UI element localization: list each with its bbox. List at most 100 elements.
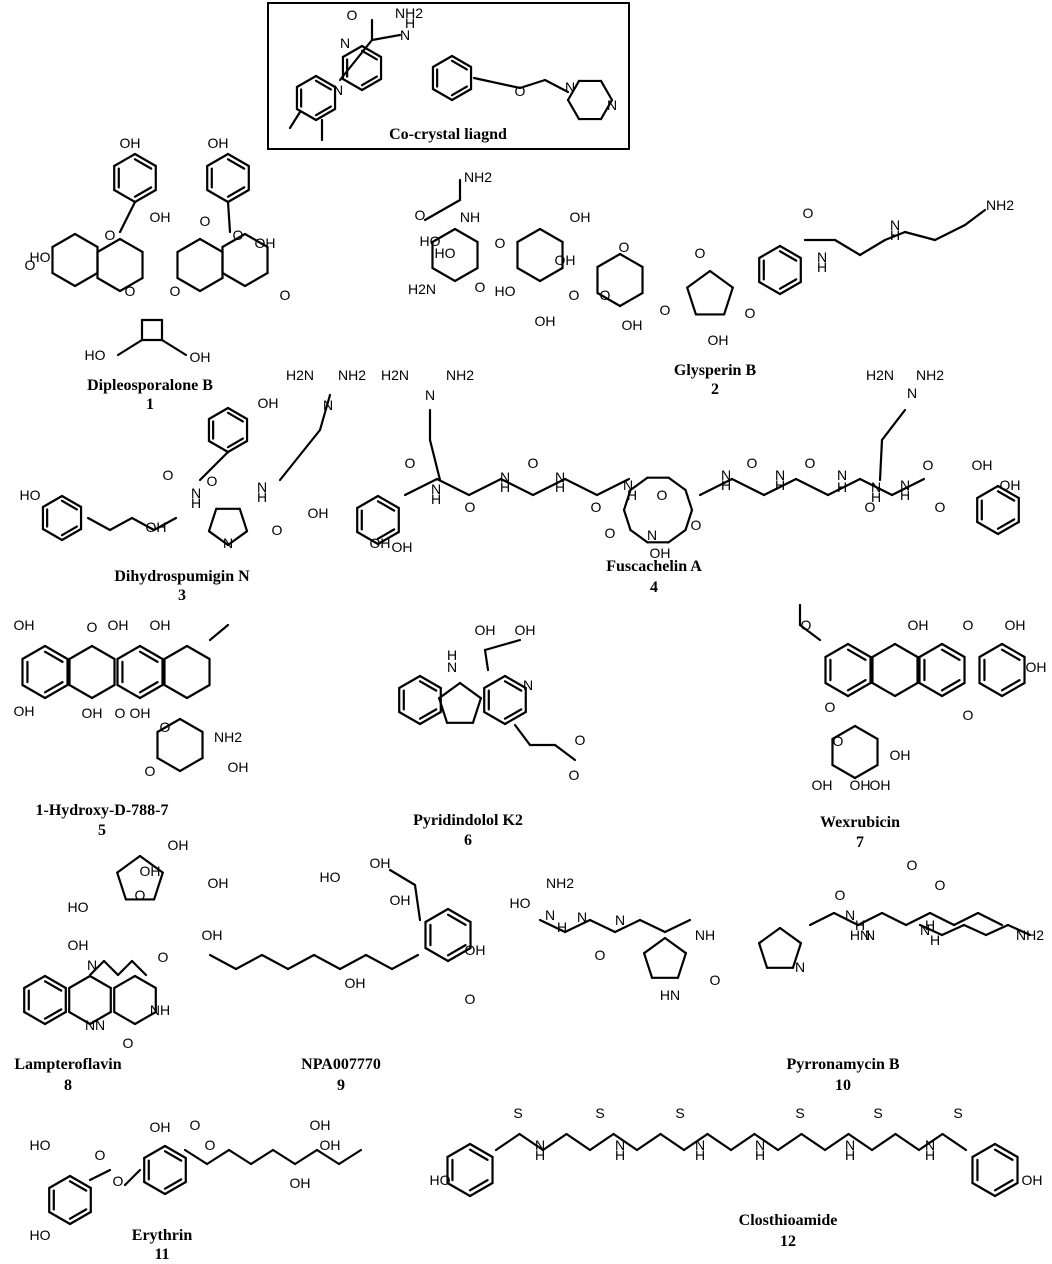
bond: [376, 500, 396, 512]
bond: [96, 237, 122, 254]
bond: [143, 1144, 167, 1160]
atom-label: H: [555, 479, 565, 495]
bond: [824, 642, 850, 659]
bond: [286, 953, 316, 971]
bond: [314, 107, 337, 122]
bond: [798, 623, 822, 642]
bond: [729, 1132, 756, 1152]
bond: [133, 1010, 157, 1026]
bond: [503, 708, 523, 720]
atom-label: O: [158, 949, 169, 965]
compound-2-name: Glysperin B: [673, 362, 757, 379]
bond: [871, 681, 897, 698]
bond: [618, 252, 644, 269]
bond: [43, 1010, 67, 1026]
bond: [133, 188, 157, 204]
bond: [43, 974, 67, 990]
bond: [90, 683, 116, 700]
atom-label: O: [272, 522, 283, 538]
atom-label: NH2: [214, 729, 242, 745]
bond: [878, 438, 884, 482]
bond: [288, 110, 302, 130]
bond: [618, 291, 644, 308]
atom-label: O: [710, 972, 721, 988]
bond: [156, 717, 182, 734]
atom-label: OH: [320, 1137, 341, 1153]
compound-2-number: 2: [711, 381, 719, 398]
bond: [205, 1148, 231, 1166]
atom-label: HO: [430, 1172, 451, 1188]
atom-label: S: [595, 1105, 604, 1121]
atom-label: O: [207, 473, 218, 489]
bond: [68, 1174, 92, 1190]
bond: [940, 681, 966, 698]
bond: [971, 1181, 997, 1198]
bond: [1000, 681, 1026, 698]
bond: [758, 280, 782, 296]
atom-label: N: [647, 527, 657, 543]
bond: [295, 74, 318, 89]
atom-label: OH: [14, 703, 35, 719]
bond: [758, 244, 782, 260]
atom-label: H2N: [381, 367, 409, 383]
atom-label: OH: [475, 622, 496, 638]
bond: [663, 936, 688, 955]
bond: [599, 98, 614, 121]
atom-label: H: [257, 489, 267, 505]
bond: [207, 507, 218, 533]
atom-label: H: [557, 919, 567, 935]
bond: [846, 648, 867, 661]
atom-label: N: [920, 922, 930, 938]
atom-label: N: [535, 1137, 545, 1153]
atom-label: O: [801, 617, 812, 633]
atom-label: NH: [695, 927, 715, 943]
bond: [68, 1180, 88, 1192]
bond: [116, 644, 142, 661]
bond: [483, 648, 490, 672]
atom-label: OH: [535, 313, 556, 329]
atom-label: O: [465, 499, 476, 515]
bond: [41, 494, 64, 509]
bond: [730, 477, 766, 497]
bond: [940, 648, 961, 661]
bond: [156, 756, 182, 773]
atom-label: N: [191, 485, 201, 501]
compound-9-number: 9: [337, 1077, 345, 1094]
bond: [206, 188, 230, 204]
bond: [723, 286, 734, 316]
atom-label: O: [113, 1173, 124, 1189]
atom-label: OH: [290, 1175, 311, 1191]
bond: [178, 756, 204, 773]
atom-label: H: [615, 1147, 625, 1163]
bond: [831, 724, 857, 741]
bond: [858, 238, 887, 257]
compound-6-name: Pyridindolol K2: [413, 812, 523, 829]
bond: [847, 1132, 874, 1152]
bond: [518, 78, 547, 90]
bond: [871, 642, 897, 659]
bond: [676, 952, 688, 979]
bond: [226, 200, 232, 234]
bond: [629, 476, 649, 492]
atom-label: N: [871, 479, 881, 495]
atom-label: O: [595, 947, 606, 963]
atom-label: O: [695, 245, 706, 261]
bond: [41, 527, 64, 542]
bond: [238, 507, 249, 533]
atom-label: O: [25, 257, 36, 273]
bond: [893, 681, 919, 698]
bond: [467, 477, 503, 497]
atom-label: H: [871, 489, 881, 505]
atom-label: OH: [870, 777, 891, 793]
bond: [108, 516, 134, 532]
bond: [976, 520, 1000, 536]
atom-label: OH: [1005, 617, 1026, 633]
bond: [856, 911, 884, 927]
atom-label: O: [123, 1035, 134, 1051]
atom-label: N: [447, 659, 457, 675]
bond: [116, 338, 144, 357]
atom-label: NH2: [464, 169, 492, 185]
atom-label: O: [347, 7, 358, 23]
atom-label: N: [500, 469, 510, 485]
